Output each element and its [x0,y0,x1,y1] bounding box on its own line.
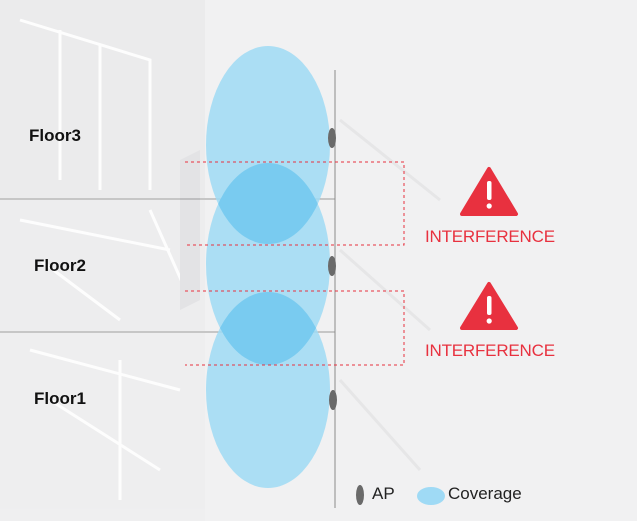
access-point-icon [329,390,337,410]
interference-label-lower: INTERFERENCE [425,341,555,360]
floor1-label: Floor1 [34,389,86,408]
floor3-label: Floor3 [29,126,81,145]
interference-bracket-lower [185,290,405,366]
interference-bracket-upper [185,161,405,246]
building-background [19,18,441,500]
access-point-icon [328,256,336,276]
overlap-zone-lower [206,292,330,365]
legend-coverage-icon [417,487,445,505]
legend-ap-icon [356,485,364,505]
legend-coverage-label: Coverage [448,484,522,503]
interference-label-upper: INTERFERENCE [425,227,555,246]
coverage-zones [206,46,330,488]
warning-triangle-icon [460,282,518,330]
floor2-label: Floor2 [34,256,86,275]
warning-triangle-icon [460,167,518,216]
overlap-zone-upper [206,163,330,244]
access-point-icon [328,128,336,148]
legend-ap-label: AP [372,484,395,503]
